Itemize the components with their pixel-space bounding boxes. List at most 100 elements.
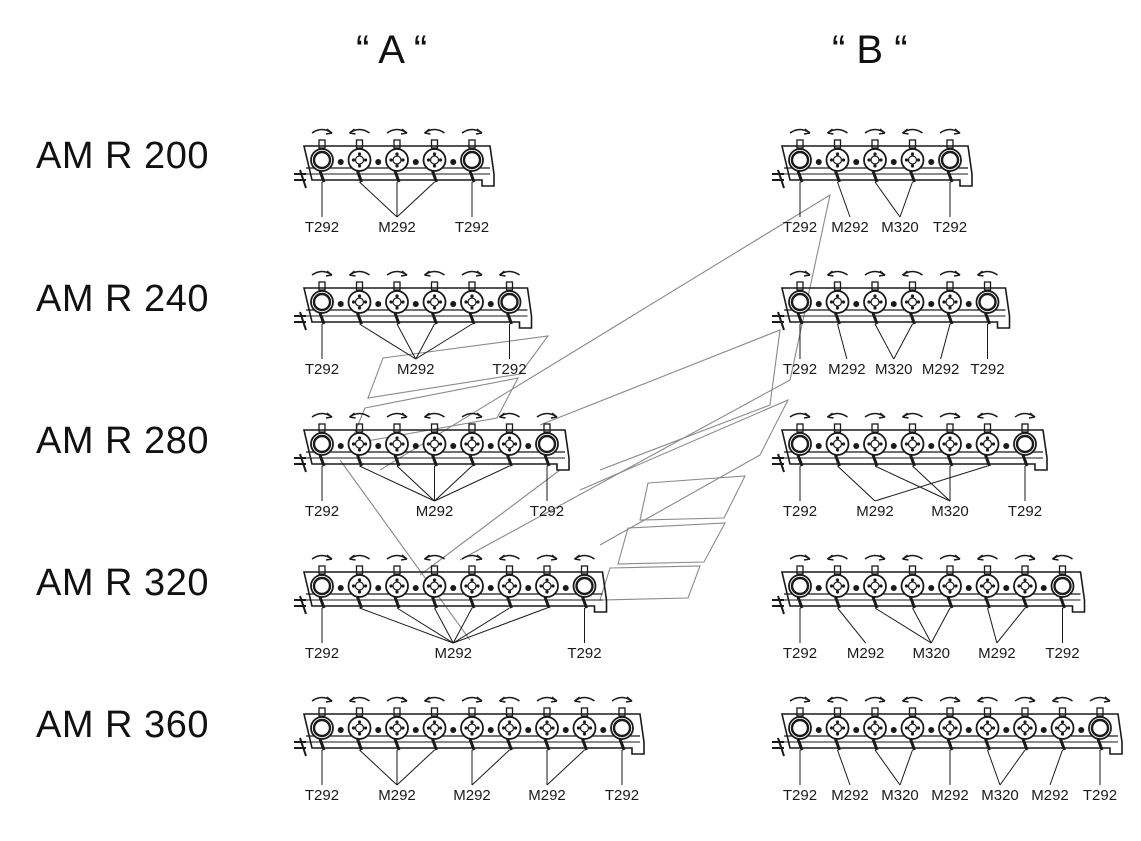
disc-m292 (825, 412, 850, 467)
leader-line (930, 607, 951, 644)
leader-line (874, 181, 901, 218)
leader-line (837, 181, 851, 218)
drive-stub (294, 737, 307, 757)
disc-t292 (788, 554, 812, 609)
callout-label: M292 (831, 219, 869, 236)
disc-t292 (460, 128, 484, 183)
callout-label: M292 (453, 787, 491, 804)
leader-line (999, 749, 1026, 786)
leader-line (434, 607, 454, 644)
disc-m292 (1050, 696, 1075, 751)
leader-line (359, 323, 417, 360)
callout-label: M292 (847, 645, 885, 662)
disc-m292 (535, 696, 559, 751)
disc-m292 (385, 554, 409, 609)
column-header-b: “ B “ (832, 28, 908, 72)
callout-label: M292 (922, 361, 960, 378)
callout-label: M292 (856, 503, 894, 520)
callout-label: T292 (305, 361, 339, 378)
beam-outline (302, 571, 608, 613)
disc-t292 (975, 270, 1000, 325)
row-label-am-r-240: AM R 240 (36, 278, 209, 320)
disc-m292 (460, 554, 484, 609)
beam-outline (302, 713, 645, 755)
disc-m320 (900, 554, 925, 609)
disc-m292 (347, 128, 372, 183)
disc-m292 (938, 696, 962, 751)
beam-outline (780, 429, 1048, 471)
leader-line (987, 749, 1001, 786)
callout-label: M292 (931, 787, 969, 804)
leader-line (396, 607, 454, 644)
leader-line (1049, 749, 1063, 786)
disc-m292 (497, 554, 522, 609)
leader-line (874, 323, 895, 360)
leader-line (452, 607, 510, 644)
guide-line (579, 398, 790, 546)
leader-line (837, 465, 876, 502)
drive-stub (294, 453, 307, 473)
callout-label: M292 (1031, 787, 1069, 804)
disc-t292 (310, 270, 334, 325)
leader-line (396, 323, 417, 360)
disc-m292 (422, 412, 447, 467)
leader-line (359, 465, 435, 502)
beam-outline (302, 145, 495, 187)
leader-line (874, 465, 951, 502)
leader-line (837, 323, 848, 360)
guide-line (419, 469, 561, 576)
disc-m320 (900, 696, 925, 751)
leader-line (415, 323, 435, 360)
guide-line (539, 329, 781, 471)
disc-t292 (610, 696, 634, 751)
disc-m292 (347, 270, 372, 325)
drive-stub (772, 595, 785, 615)
disc-m292 (497, 696, 522, 751)
callout-label: M292 (528, 787, 566, 804)
drive-stub (294, 311, 307, 331)
guide-line (339, 459, 471, 641)
drive-stub (294, 169, 307, 189)
disc-t292 (1013, 412, 1037, 467)
leader-line (874, 749, 901, 786)
disc-t292 (788, 696, 812, 751)
disc-t292 (535, 412, 559, 467)
disc-t292 (310, 696, 334, 751)
leader-line (899, 749, 913, 786)
callout-label: T292 (1008, 503, 1042, 520)
disc-m292 (825, 270, 850, 325)
callout-label: T292 (783, 503, 817, 520)
disc-m320 (975, 696, 1000, 751)
disc-m320 (863, 270, 887, 325)
callout-label: M292 (397, 361, 435, 378)
leader-line (874, 607, 932, 644)
leader-line (396, 465, 435, 502)
callout-label: T292 (455, 219, 489, 236)
callout-label: T292 (783, 219, 817, 236)
leader-line (837, 749, 851, 786)
guide-line (349, 377, 520, 445)
callout-label: T292 (933, 219, 967, 236)
callout-label: T292 (605, 787, 639, 804)
disc-m292 (460, 696, 484, 751)
disc-t292 (788, 128, 812, 183)
disc-t292 (310, 128, 334, 183)
leader-line (874, 465, 988, 502)
disc-t292 (788, 412, 812, 467)
cutterbar-b-row-3: T292 M292 M320 T292 (772, 412, 1048, 520)
disc-m320 (900, 270, 925, 325)
callout-label: M320 (931, 503, 969, 520)
leader-line (434, 465, 510, 502)
disc-m320 (863, 554, 887, 609)
leader-line (996, 607, 1026, 644)
disc-m292 (825, 128, 850, 183)
callout-label: T292 (783, 645, 817, 662)
callout-label: M292 (828, 361, 866, 378)
guide-line (639, 475, 746, 521)
callout-label: T292 (305, 503, 339, 520)
